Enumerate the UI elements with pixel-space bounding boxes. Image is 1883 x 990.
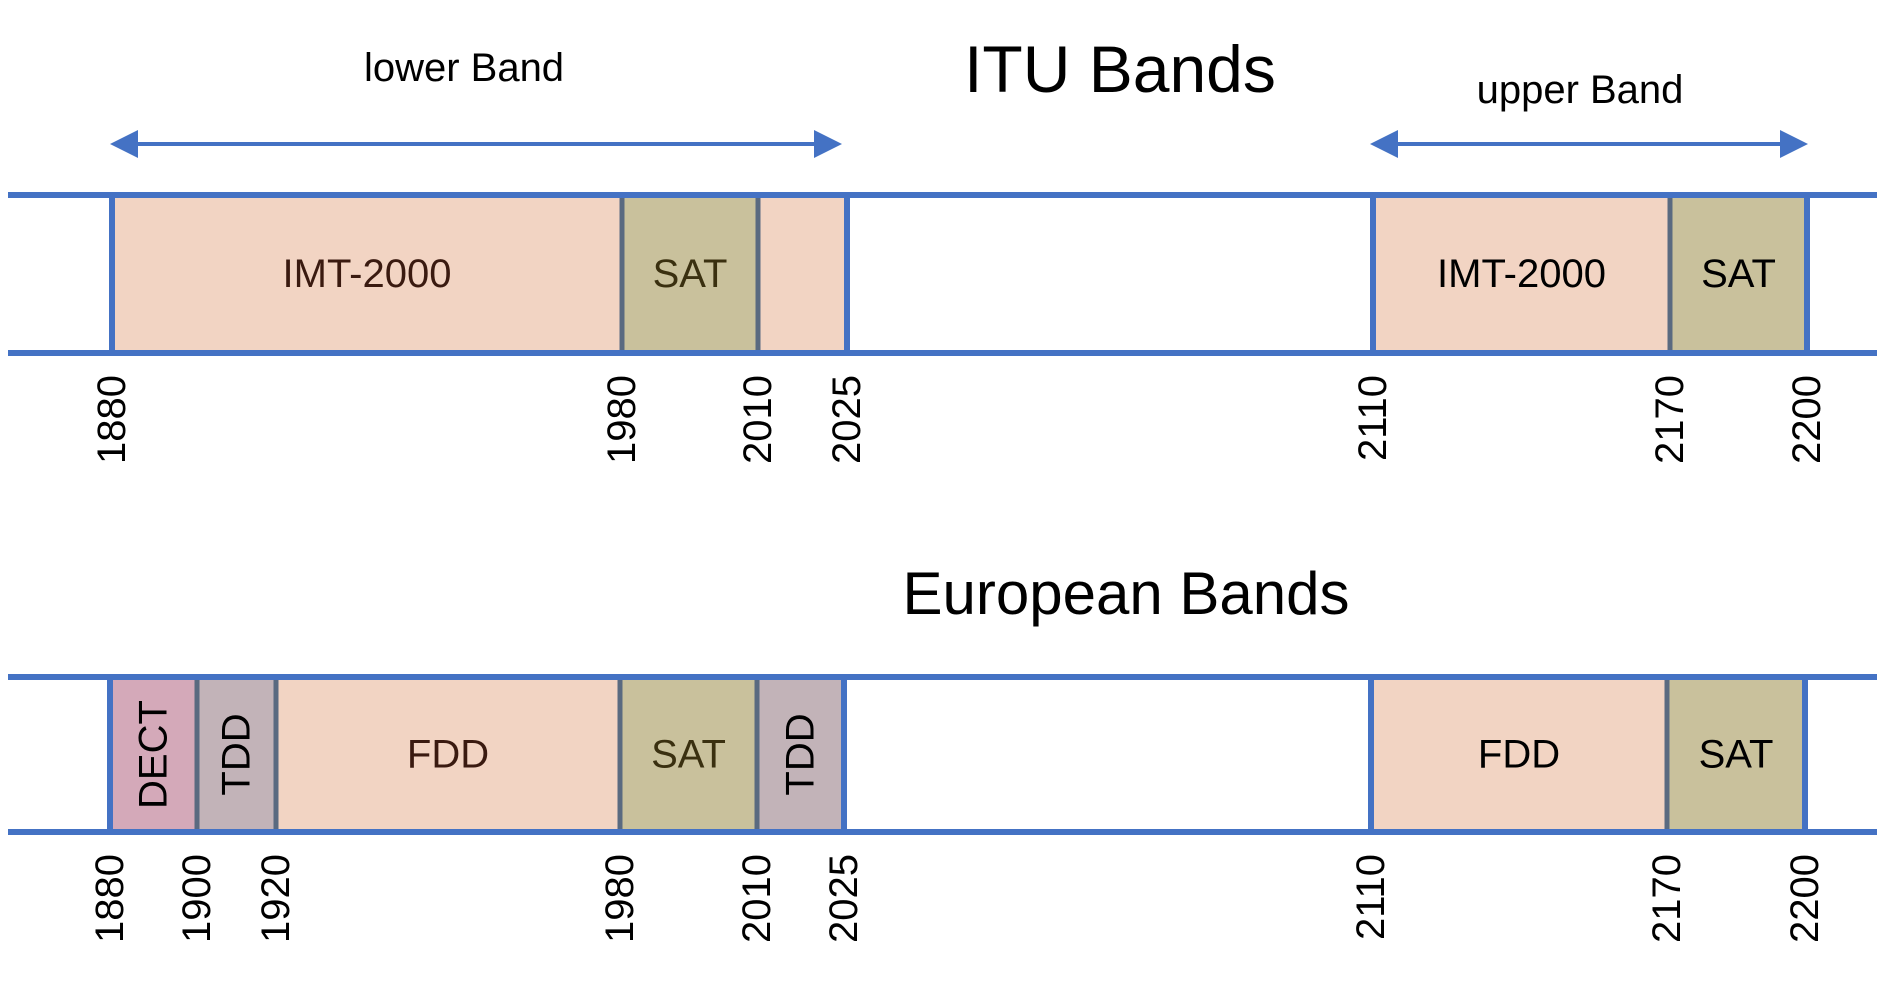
itu-tick-label: 2170 <box>1648 375 1692 464</box>
european-block-label: FDD <box>1478 733 1560 777</box>
itu-block-label: SAT <box>1701 252 1776 296</box>
european-tick-label: 1900 <box>175 854 219 943</box>
european-block-dect <box>110 677 197 832</box>
european-block-tdd <box>757 677 844 832</box>
upper-band-arrow <box>1370 130 1808 158</box>
itu-block-imt-2000 <box>112 195 622 353</box>
lower-band-label: lower Band <box>364 46 564 90</box>
upper-band-arrow-right-head <box>1780 130 1808 158</box>
european-block-sat <box>620 677 757 832</box>
itu-title: ITU Bands <box>964 32 1276 106</box>
lower-band-arrow-left-head <box>110 130 138 158</box>
european-block-label: SAT <box>1699 733 1774 777</box>
european-tick-label: 1980 <box>598 854 642 943</box>
european-tick-label: 2170 <box>1645 854 1689 943</box>
european-tick-label: 2200 <box>1783 854 1827 943</box>
itu-tick-label: 1880 <box>90 375 134 464</box>
european-band-rails <box>8 674 1877 835</box>
european-tick-label: 2010 <box>735 854 779 943</box>
itu-block-label: IMT-2000 <box>1437 252 1606 296</box>
itu-block-label: IMT-2000 <box>283 252 452 296</box>
lower-band-arrow <box>110 130 842 158</box>
european-block-label: TDD <box>779 713 823 795</box>
lower-band-arrow-right-head <box>814 130 842 158</box>
itu-tick-label: 2010 <box>736 375 780 464</box>
upper-band-label: upper Band <box>1477 68 1684 112</box>
european-block-label: SAT <box>651 733 726 777</box>
itu-tick-label: 2025 <box>825 375 869 464</box>
european-block-sat <box>1667 677 1805 832</box>
european-block-tdd <box>197 677 276 832</box>
european-tick-label: 2025 <box>822 854 866 943</box>
european-tick-labels: 1880 1900 1920 1980 2010 2025 2110 2170 2200 <box>88 854 1827 943</box>
european-title: European Bands <box>902 560 1349 627</box>
european-block-label: TDD <box>215 713 259 795</box>
european-tick-label: 1920 <box>254 854 298 943</box>
itu-block-unlabeled <box>758 195 847 353</box>
itu-tick-label: 1980 <box>600 375 644 464</box>
itu-block-label: SAT <box>653 252 728 296</box>
european-band-blocks: DECT TDD FDD SAT TDD FDD SAT <box>110 677 1805 832</box>
itu-block-imt-2000 <box>1373 195 1670 353</box>
itu-tick-label: 2110 <box>1351 375 1395 461</box>
european-block-fdd <box>1371 677 1667 832</box>
european-tick-label: 2110 <box>1349 854 1393 940</box>
itu-band-rails <box>8 192 1877 356</box>
upper-band-arrow-left-head <box>1370 130 1398 158</box>
itu-block-sat <box>622 195 758 353</box>
european-tick-label: 1880 <box>88 854 132 943</box>
itu-block-sat <box>1670 195 1807 353</box>
european-block-fdd <box>276 677 620 832</box>
itu-tick-labels: 1880 1980 2010 2025 2110 2170 2200 <box>90 375 1829 464</box>
itu-tick-label: 2200 <box>1785 375 1829 464</box>
european-block-label: FDD <box>407 733 489 777</box>
european-block-label: DECT <box>132 700 176 809</box>
itu-band-blocks: IMT-2000 SAT IMT-2000 SAT <box>112 195 1807 353</box>
